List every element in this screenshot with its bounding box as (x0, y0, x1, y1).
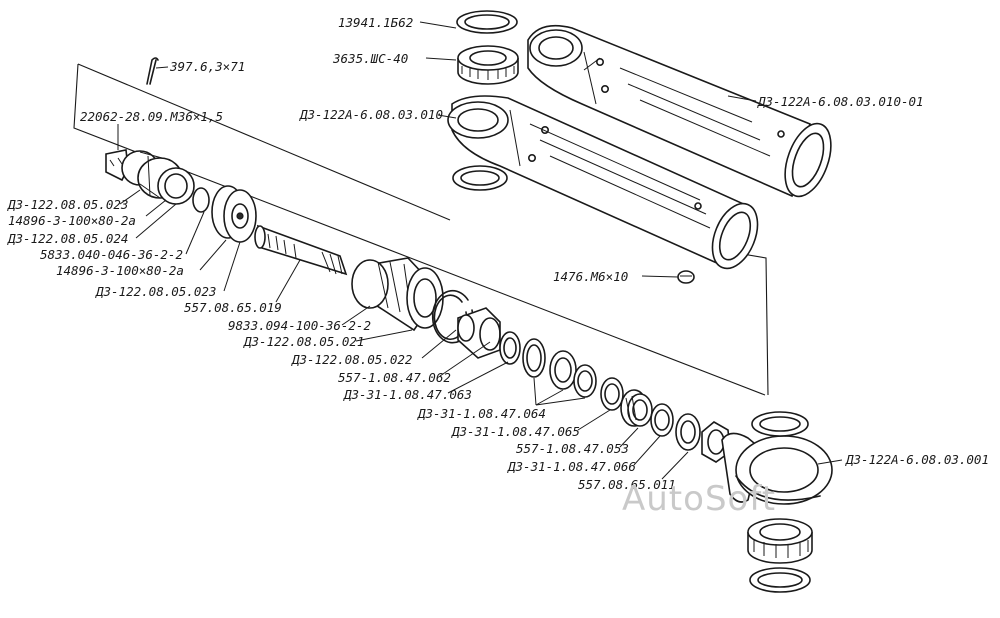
watermark: AutoSoft (622, 479, 776, 519)
label-557-053: 557-1.08.47.053 (516, 441, 629, 456)
part-labels: 13941.1Б62 3635.ШС-40 Д3-122А-6.08.03.01… (7, 15, 989, 492)
washer-065 (600, 377, 624, 411)
label-d3-066: Д3-31-1.08.47.066 (507, 459, 636, 474)
washer-064-c (573, 364, 597, 398)
label-rod-557-019: 557.08.65.019 (184, 300, 282, 315)
label-tube-010: Д3-122А-6.08.03.010 (299, 107, 443, 122)
label-tube-010-01: Д3-122А-6.08.03.010-01 (757, 94, 924, 109)
piston-021 (351, 257, 444, 332)
washer-064-b (549, 350, 577, 390)
cap-023 (211, 185, 257, 243)
ring-14896-a (192, 187, 210, 213)
label-d3-063: Д3-31-1.08.47.063 (343, 387, 472, 402)
label-d3-065: Д3-31-1.08.47.065 (451, 424, 580, 439)
cotter-pin-397 (146, 57, 159, 85)
washer-066 (650, 403, 674, 437)
ring-under-tube (452, 165, 508, 191)
label-d3-021: Д3-122.08.05.021 (243, 334, 364, 349)
washer-053 (620, 389, 653, 427)
label-d3-023-a: Д3-122.08.05.023 (7, 197, 128, 212)
label-d3-024: Д3-122.08.05.024 (7, 231, 128, 246)
seal-stack-024 (121, 150, 195, 205)
label-eye-001: Д3-122А-6.08.03.001 (845, 452, 989, 467)
eye-ring-bottom (749, 567, 811, 593)
sleeve-062 (457, 307, 501, 359)
bearing-3635 (457, 45, 519, 85)
tube-010-01 (527, 24, 832, 198)
tube-010 (447, 95, 759, 270)
label-ring-5833: 5833.040-046-36-2-2 (40, 247, 183, 262)
piston-rod-557 (254, 224, 348, 276)
rod-eye-001 (721, 411, 833, 505)
eye-bearing (747, 518, 813, 564)
plug-1476 (677, 270, 695, 284)
ring-13941 (456, 10, 518, 34)
washer-011 (675, 413, 701, 451)
label-ring-9833: 9833.094-100-36-2-2 (228, 318, 371, 333)
label-ring-14896-a: 14896-3-100×80-2а (8, 213, 136, 228)
label-ring-14896-b: 14896-3-100×80-2а (56, 263, 184, 278)
label-557-062: 557-1.08.47.062 (338, 370, 451, 385)
label-pin-397: 397.6,3×71 (169, 59, 245, 74)
leader-lines (117, 21, 843, 480)
label-13941: 13941.1Б62 (338, 15, 413, 30)
washer-064-a (522, 338, 546, 378)
label-557-011: 557.08.65.011 (578, 477, 676, 492)
label-d3-023-b: Д3-122.08.05.023 (95, 284, 216, 299)
label-d3-022: Д3-122.08.05.022 (291, 352, 412, 367)
label-plug-1476: 1476.М6×10 (553, 269, 628, 284)
label-d3-064: Д3-31-1.08.47.064 (417, 406, 546, 421)
label-3635: 3635.ШС-40 (332, 51, 408, 66)
washer-063 (499, 331, 521, 365)
label-nut-22062: 22062-28.09.М36×1,5 (80, 109, 223, 124)
